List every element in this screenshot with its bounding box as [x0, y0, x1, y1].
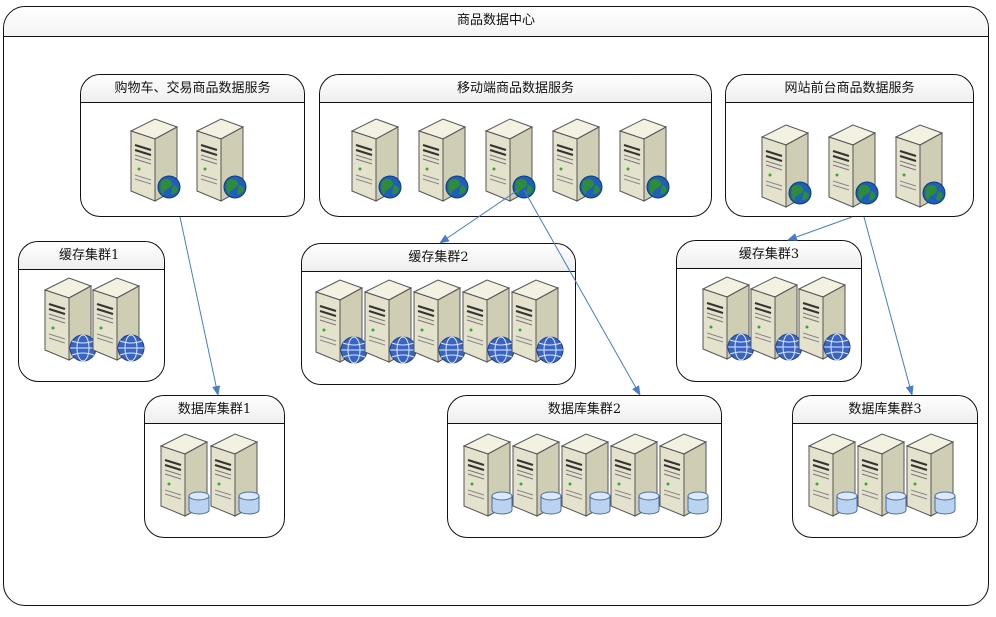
globe-icon: [157, 175, 181, 199]
server-tower-icon: [510, 279, 560, 363]
server: [507, 430, 571, 520]
network-globe-icon: [823, 333, 851, 361]
database-cluster-title: 数据库集群3: [793, 396, 977, 424]
server: [125, 115, 189, 205]
service-cluster-title: 网站前台商品数据服务: [726, 75, 973, 103]
database-cylinder-icon: [188, 491, 210, 515]
globe-icon: [378, 175, 402, 199]
server: [191, 115, 255, 205]
server: [890, 121, 954, 211]
database-cluster-title: 数据库集群2: [448, 396, 721, 424]
server-tower-icon: [856, 433, 906, 517]
arrow-cart-to-db1: [179, 216, 221, 396]
database-cylinder-icon: [491, 491, 513, 515]
database-cylinder-icon: [540, 491, 562, 515]
server: [413, 115, 477, 205]
database-cylinder-icon: [238, 491, 260, 515]
network-globe-icon: [487, 336, 515, 364]
server: [155, 430, 219, 520]
server: [87, 274, 151, 364]
server: [654, 430, 718, 520]
server: [901, 430, 965, 520]
service-cluster-title: 移动端商品数据服务: [320, 75, 711, 103]
server: [458, 430, 522, 520]
server: [852, 430, 916, 520]
arrow-mobile-to-db2: [523, 189, 641, 396]
network-globe-icon: [340, 336, 368, 364]
database-cluster-1: 数据库集群1: [144, 395, 285, 538]
database-cylinder-icon: [589, 491, 611, 515]
database-cylinder-icon: [885, 491, 907, 515]
database-cylinder-icon: [836, 491, 858, 515]
server: [346, 115, 410, 205]
server-tower-icon: [314, 279, 364, 363]
globe-icon: [445, 175, 469, 199]
server: [39, 274, 103, 364]
server: [359, 276, 423, 366]
database-cylinder-icon: [934, 491, 956, 515]
server: [803, 430, 867, 520]
data-center-title: 商品数据中心: [4, 7, 988, 37]
database-cluster-3: 数据库集群3: [792, 395, 978, 538]
network-globe-icon: [775, 333, 803, 361]
service-cluster-web: 网站前台商品数据服务: [725, 74, 974, 217]
cache-cluster-title: 缓存集群1: [19, 242, 164, 270]
server: [480, 115, 544, 205]
arrow-mobile-to-cache2: [439, 189, 519, 244]
server: [205, 430, 269, 520]
server: [457, 276, 521, 366]
server: [556, 430, 620, 520]
globe-icon: [512, 175, 536, 199]
network-globe-icon: [536, 336, 564, 364]
cache-cluster-3: 缓存集群3: [676, 240, 862, 382]
cache-cluster-2: 缓存集群2: [301, 243, 576, 385]
server: [547, 115, 611, 205]
network-globe-icon: [69, 334, 97, 362]
server-tower-icon: [484, 118, 534, 202]
arrow-web-to-cache3: [787, 216, 853, 241]
service-cluster-title: 购物车、交易商品数据服务: [81, 75, 304, 103]
server: [756, 121, 820, 211]
service-cluster-cart: 购物车、交易商品数据服务: [80, 74, 305, 217]
globe-icon: [646, 175, 670, 199]
globe-icon: [579, 175, 603, 199]
database-cluster-title: 数据库集群1: [145, 396, 284, 424]
server: [793, 273, 857, 363]
server: [408, 276, 472, 366]
server: [697, 273, 761, 363]
network-globe-icon: [389, 336, 417, 364]
database-cluster-2: 数据库集群2: [447, 395, 722, 538]
server: [506, 276, 570, 366]
database-cylinder-icon: [638, 491, 660, 515]
server: [614, 115, 678, 205]
arrow-web-to-db3: [863, 216, 914, 396]
server: [745, 273, 809, 363]
cache-cluster-1: 缓存集群1: [18, 241, 165, 382]
network-globe-icon: [727, 333, 755, 361]
service-cluster-mobile: 移动端商品数据服务: [319, 74, 712, 217]
server: [310, 276, 374, 366]
server: [605, 430, 669, 520]
cache-cluster-title: 缓存集群3: [677, 241, 861, 269]
globe-icon: [922, 181, 946, 205]
network-globe-icon: [117, 334, 145, 362]
database-cylinder-icon: [687, 491, 709, 515]
globe-icon: [223, 175, 247, 199]
globe-icon: [788, 181, 812, 205]
cache-cluster-title: 缓存集群2: [302, 244, 575, 272]
server: [823, 121, 887, 211]
globe-icon: [855, 181, 879, 205]
